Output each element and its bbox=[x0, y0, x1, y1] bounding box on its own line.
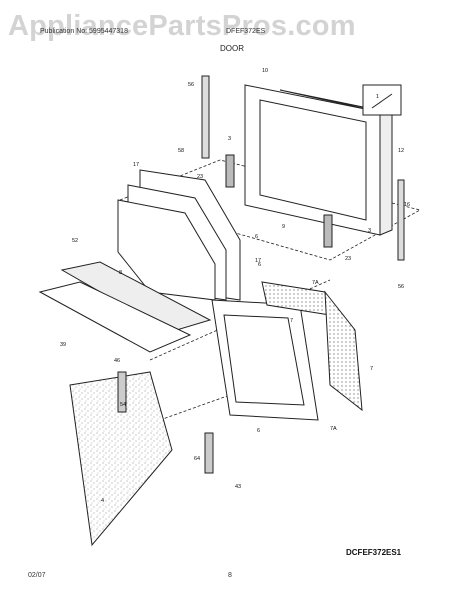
callout-23: 23 bbox=[197, 174, 203, 180]
bracket-64 bbox=[204, 432, 214, 474]
callout-16: 16 bbox=[404, 202, 410, 208]
callout-46: 46 bbox=[114, 358, 120, 364]
callout-64: 64 bbox=[194, 456, 200, 462]
hinge-23-bottom bbox=[323, 214, 333, 248]
callout-7A: 7A bbox=[330, 426, 337, 432]
callout-7: 7 bbox=[370, 366, 373, 372]
hinge-bracket-left bbox=[201, 75, 210, 159]
callout-12: 12 bbox=[398, 148, 404, 154]
screw-kit-10 bbox=[362, 84, 402, 116]
callout-4: 4 bbox=[101, 498, 104, 504]
footer-date: 02/07 bbox=[28, 572, 46, 579]
callout-23: 23 bbox=[345, 256, 351, 262]
callout-56: 56 bbox=[188, 82, 194, 88]
footer-page-number: 8 bbox=[228, 572, 232, 579]
callout-9: 9 bbox=[282, 224, 285, 230]
handle-39 bbox=[38, 281, 192, 353]
callout-17: 17 bbox=[255, 258, 261, 264]
callout-39: 39 bbox=[60, 342, 66, 348]
watermark: AppliancePartsPros.com bbox=[8, 10, 356, 42]
section-title: DOOR bbox=[220, 44, 244, 53]
publication-line: Publication No: 5995447318 bbox=[40, 28, 128, 35]
callout-10: 10 bbox=[262, 68, 268, 74]
outer-door-frame bbox=[211, 299, 319, 421]
callout-8: 8 bbox=[119, 270, 122, 276]
callout-52: 52 bbox=[72, 238, 78, 244]
glass-panels bbox=[117, 169, 241, 301]
dashed-alignment-lines bbox=[119, 159, 422, 421]
callout-7A: 7A bbox=[312, 280, 319, 286]
callout-54: 54 bbox=[120, 402, 126, 408]
hinge-23-top bbox=[225, 154, 235, 188]
callout-3: 3 bbox=[228, 136, 231, 142]
hinge-bracket-right bbox=[397, 179, 405, 261]
callout-1: 1 bbox=[376, 94, 379, 100]
callout-17: 17 bbox=[133, 162, 139, 168]
callout-6: 6 bbox=[258, 262, 261, 268]
diagram-code: DCFEF372ES1 bbox=[346, 548, 402, 557]
gasket-7-right bbox=[324, 290, 363, 412]
callout-6: 6 bbox=[255, 234, 258, 240]
callout-7: 7 bbox=[290, 318, 293, 324]
callout-6: 6 bbox=[257, 428, 260, 434]
callout-58: 58 bbox=[178, 148, 184, 154]
bracket-54 bbox=[117, 371, 127, 413]
callout-3: 3 bbox=[368, 228, 371, 234]
model-number: DFEF372ES bbox=[226, 28, 266, 35]
inner-door-liner bbox=[244, 84, 393, 236]
callout-43: 43 bbox=[235, 484, 241, 490]
callout-56: 56 bbox=[398, 284, 404, 290]
